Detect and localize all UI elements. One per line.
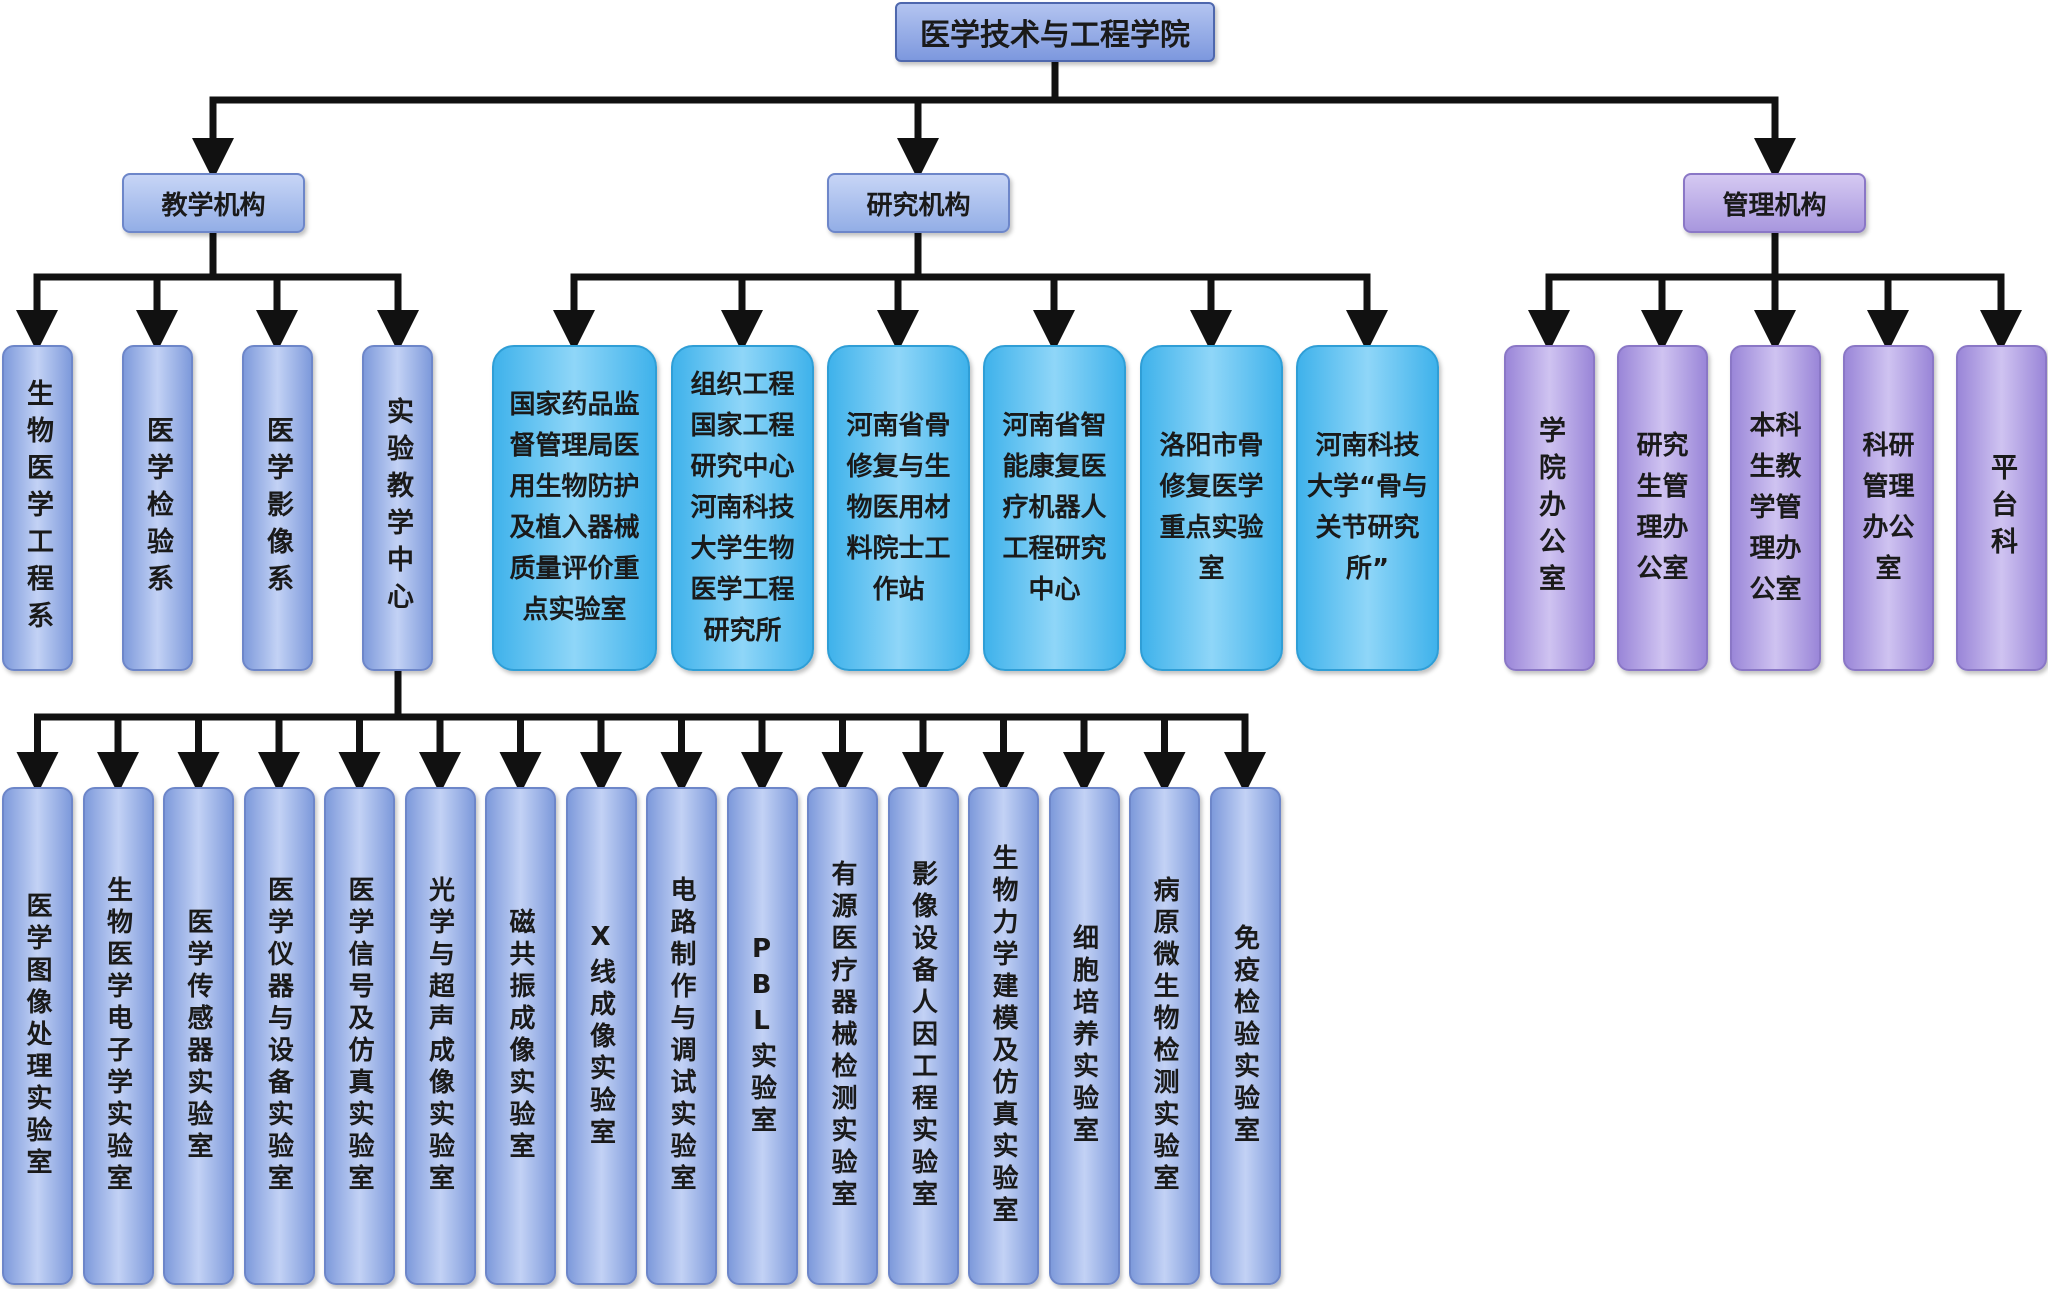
lab-label: 医学仪器与设备实验室 xyxy=(263,876,294,1196)
lab-label: 电路制作与调试实验室 xyxy=(666,876,696,1196)
lab-label: 有源医疗器械检测实验室 xyxy=(827,860,857,1212)
lab-label: 生物力学建模及仿真实验室 xyxy=(988,844,1018,1228)
research-child-label: 河南科技大学“骨与关节研究所” xyxy=(1306,431,1429,584)
research-child-bone-joint: 河南科技大学“骨与关节研究所” xyxy=(1296,345,1439,671)
research-child-luoyang-lab: 洛阳市骨修复医学重点实验室 xyxy=(1140,345,1283,671)
mgmt-child-label: 平台科 xyxy=(1986,452,2017,564)
lab-label: 影像设备人因工程实验室 xyxy=(907,860,938,1212)
teaching-child-label: 医学检验系 xyxy=(142,415,173,601)
lab-label: 磁共振成像实验室 xyxy=(505,908,535,1164)
research-node: 研究机构 xyxy=(827,173,1010,233)
mgmt-child-office: 学院办公室 xyxy=(1504,345,1595,671)
teaching-child-imaging: 医学影像系 xyxy=(242,345,313,671)
lab-box: 电路制作与调试实验室 xyxy=(646,787,717,1285)
lab-label: 免疫检验实验室 xyxy=(1229,924,1260,1148)
teaching-child-bme: 生物医学工程系 xyxy=(2,345,73,671)
research-child-label: 河南省骨修复与生物医用材料院士工作站 xyxy=(846,410,951,605)
mgmt-child-research-office: 科研管理办公室 xyxy=(1843,345,1934,671)
teaching-label: 教学机构 xyxy=(161,190,266,221)
mgmt-child-grad-office: 研究生管理办公室 xyxy=(1617,345,1708,671)
lab-box: 病原微生物检测实验室 xyxy=(1129,787,1200,1285)
research-child-rehab-robot: 河南省智能康复医疗机器人工程研究中心 xyxy=(983,345,1126,671)
lab-box: 有源医疗器械检测实验室 xyxy=(807,787,878,1285)
lab-box: 光学与超声成像实验室 xyxy=(404,787,476,1285)
lab-label: 细胞培养实验室 xyxy=(1068,924,1099,1148)
lab-label: 医学信号及仿真实验室 xyxy=(344,876,374,1196)
research-label: 研究机构 xyxy=(866,190,971,221)
lab-box: 影像设备人因工程实验室 xyxy=(887,787,959,1285)
teaching-child-exp-center: 实验教学中心 xyxy=(362,345,433,671)
lab-label: 光学与超声成像实验室 xyxy=(424,876,455,1196)
mgmt-child-platform: 平台科 xyxy=(1956,345,2047,671)
root-label: 医学技术与工程学院 xyxy=(920,18,1190,53)
mgmt-child-label: 本科生教学管理办公室 xyxy=(1749,410,1802,605)
research-child-academician: 河南省骨修复与生物医用材料院士工作站 xyxy=(827,345,970,671)
research-child-label: 洛阳市骨修复医学重点实验室 xyxy=(1159,431,1264,584)
lab-label: 生物医学电子学实验室 xyxy=(102,876,133,1196)
teaching-child-label: 实验教学中心 xyxy=(382,397,413,619)
mgmt-child-label: 研究生管理办公室 xyxy=(1636,431,1689,584)
lab-label: 医学图像处理实验室 xyxy=(22,892,52,1180)
teaching-child-label: 医学影像系 xyxy=(262,415,293,601)
research-child-tissue-eng: 组织工程国家工程研究中心河南科技大学生物医学工程研究所 xyxy=(671,345,814,671)
research-child-label: 组织工程国家工程研究中心河南科技大学生物医学工程研究所 xyxy=(690,369,795,646)
lab-box: 医学传感器实验室 xyxy=(163,787,234,1285)
lab-box: 医学仪器与设备实验室 xyxy=(243,787,315,1285)
lab-box: 医学图像处理实验室 xyxy=(2,787,73,1285)
lab-label: X线成像实验室 xyxy=(585,922,616,1150)
lab-box: 免疫检验实验室 xyxy=(1209,787,1281,1285)
teaching-child-label: 生物医学工程系 xyxy=(22,378,53,638)
lab-box: 磁共振成像实验室 xyxy=(485,787,556,1285)
lab-label: 病原微生物检测实验室 xyxy=(1149,876,1179,1196)
lab-box: X线成像实验室 xyxy=(565,787,637,1285)
mgmt-child-label: 学院办公室 xyxy=(1534,415,1565,601)
research-child-label: 河南省智能康复医疗机器人工程研究中心 xyxy=(1002,410,1107,605)
lab-label: PBL实验室 xyxy=(746,934,777,1138)
lab-box: 医学信号及仿真实验室 xyxy=(324,787,395,1285)
management-label: 管理机构 xyxy=(1722,190,1827,221)
lab-box: 生物医学电子学实验室 xyxy=(82,787,154,1285)
lab-label: 医学传感器实验室 xyxy=(183,908,213,1164)
research-child-nmpa-lab: 国家药品监督管理局医用生物防护及植入器械质量评价重点实验室 xyxy=(492,345,657,671)
mgmt-child-label: 科研管理办公室 xyxy=(1862,431,1915,584)
root-node: 医学技术与工程学院 xyxy=(895,2,1215,62)
lab-box: 细胞培养实验室 xyxy=(1048,787,1120,1285)
lab-box: 生物力学建模及仿真实验室 xyxy=(968,787,1039,1285)
lab-box: PBL实验室 xyxy=(726,787,798,1285)
teaching-node: 教学机构 xyxy=(122,173,305,233)
mgmt-child-undergrad-office: 本科生教学管理办公室 xyxy=(1730,345,1821,671)
management-node: 管理机构 xyxy=(1683,173,1866,233)
teaching-child-lab-medicine: 医学检验系 xyxy=(122,345,193,671)
research-child-label: 国家药品监督管理局医用生物防护及植入器械质量评价重点实验室 xyxy=(509,390,640,625)
